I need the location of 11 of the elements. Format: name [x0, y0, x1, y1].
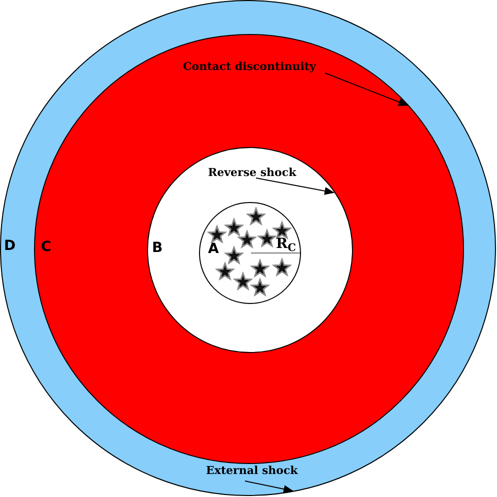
leader-arrow [256, 178, 335, 195]
region-letter: A [208, 242, 219, 256]
leader-arrow [244, 480, 294, 493]
leader-arrow [324, 72, 408, 106]
radius-label: R$_{C}$ [276, 237, 296, 251]
region-letter: B [152, 241, 163, 255]
region-letter: D [4, 239, 16, 253]
reverse-shock-label: Reverse shock [208, 167, 296, 178]
contact-discontinuity-label: Contact discontinuity [183, 61, 316, 72]
external-shock-label: External shock [206, 465, 298, 476]
region-letter: C [41, 240, 52, 254]
